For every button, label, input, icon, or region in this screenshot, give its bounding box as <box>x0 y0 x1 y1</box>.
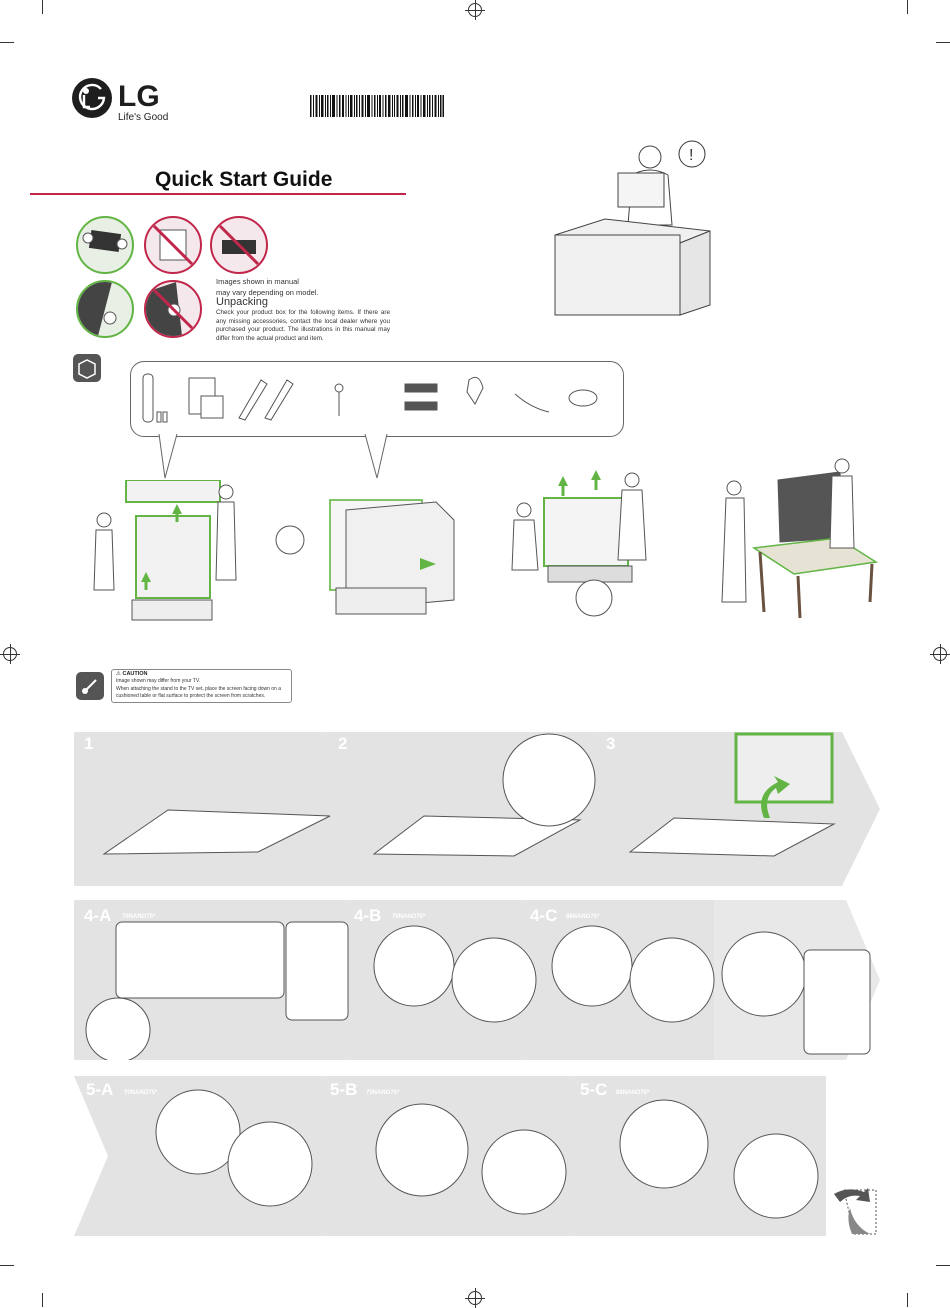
step-label: 5-C <box>580 1080 608 1099</box>
handling-correct-illustration <box>76 216 134 274</box>
box-inspection-illustration: ! <box>554 140 711 316</box>
registration-mark <box>0 644 20 664</box>
step-panel-2 <box>324 732 637 886</box>
warning-icon: ⚠ <box>116 671 121 677</box>
steps-row-3 <box>74 1076 826 1236</box>
steps-row-2 <box>74 900 880 1060</box>
caution-text: When attaching the stand to the TV set, … <box>116 686 282 699</box>
caution-heading: ⚠ CAUTION <box>116 671 148 677</box>
battery-icon <box>156 411 162 423</box>
image-variation-note: Images shown in manual may vary dependin… <box>216 277 319 297</box>
cable-tie-icon <box>514 393 550 413</box>
tv-face-down <box>102 809 331 855</box>
caution-text: Image shown may differ from your TV. <box>116 678 201 684</box>
cable-clip-icon <box>466 376 484 405</box>
svg-text:!: ! <box>689 147 693 164</box>
page-turn-icon <box>834 1188 877 1235</box>
step-label: 4-B <box>354 906 382 925</box>
steps-row-1 <box>74 732 880 886</box>
crop-mark <box>0 42 14 43</box>
model-label: 86NANO75* <box>616 1090 650 1096</box>
registration-mark <box>465 1288 485 1308</box>
page-title: Quick Start Guide <box>155 168 333 191</box>
step-label: 4-C <box>530 906 558 925</box>
callout-pointers <box>158 434 388 479</box>
barcode <box>310 95 444 117</box>
model-label: 75NANO75* <box>392 914 426 920</box>
model-label: 70NANO75* <box>124 1090 158 1096</box>
step-label: 2 <box>338 734 348 753</box>
crop-mark <box>0 1265 14 1266</box>
screw-icon <box>334 383 344 393</box>
crop-mark <box>907 0 908 14</box>
unbox-tv-illustration <box>275 499 455 615</box>
lg-logo-icon <box>72 78 112 118</box>
crop-mark <box>907 1293 908 1307</box>
unbox-lift-illustration <box>93 480 237 621</box>
power-cable-icon <box>568 389 598 407</box>
crop-mark <box>42 0 43 14</box>
brand-tagline: Life's Good <box>118 112 169 123</box>
accessory-callout <box>130 361 624 437</box>
crop-mark <box>936 42 950 43</box>
title-divider <box>30 193 406 195</box>
step-label: 3 <box>606 734 616 753</box>
unpacking-text: Check your product box for the following… <box>216 309 390 342</box>
step-label: 5-A <box>86 1080 114 1099</box>
crop-mark <box>936 1265 950 1266</box>
remote-control-icon <box>142 373 154 423</box>
handling-wrong-illustration <box>210 216 268 274</box>
model-label: 70NANO75* <box>122 914 156 920</box>
step-label: 4-A <box>84 906 112 925</box>
accessory-items <box>142 373 598 423</box>
brand-wordmark: LG <box>118 80 160 113</box>
crop-mark <box>42 1293 43 1307</box>
registration-mark <box>930 644 950 664</box>
stand-icon <box>238 379 268 421</box>
box-icon <box>73 354 101 382</box>
cleaning-icon <box>76 672 104 700</box>
step-panel-1 <box>74 732 362 886</box>
model-label: 75NANO75* <box>366 1090 400 1096</box>
registration-mark <box>465 0 485 20</box>
handling-wrong-illustration <box>144 216 202 274</box>
model-label: 86NANO75* <box>566 914 600 920</box>
screen-touch-correct-illustration <box>76 280 134 338</box>
caution-box: ⚠ CAUTION Image shown may differ from yo… <box>111 669 292 703</box>
unpacking-heading: Unpacking <box>216 296 268 308</box>
step-label: 5-B <box>330 1080 358 1099</box>
tv-placement-illustration <box>721 458 879 619</box>
cable-holder-icon <box>404 383 438 393</box>
step-label: 1 <box>84 734 94 753</box>
tv-removal-illustration <box>511 470 647 617</box>
screen-touch-wrong-illustration <box>144 280 202 338</box>
